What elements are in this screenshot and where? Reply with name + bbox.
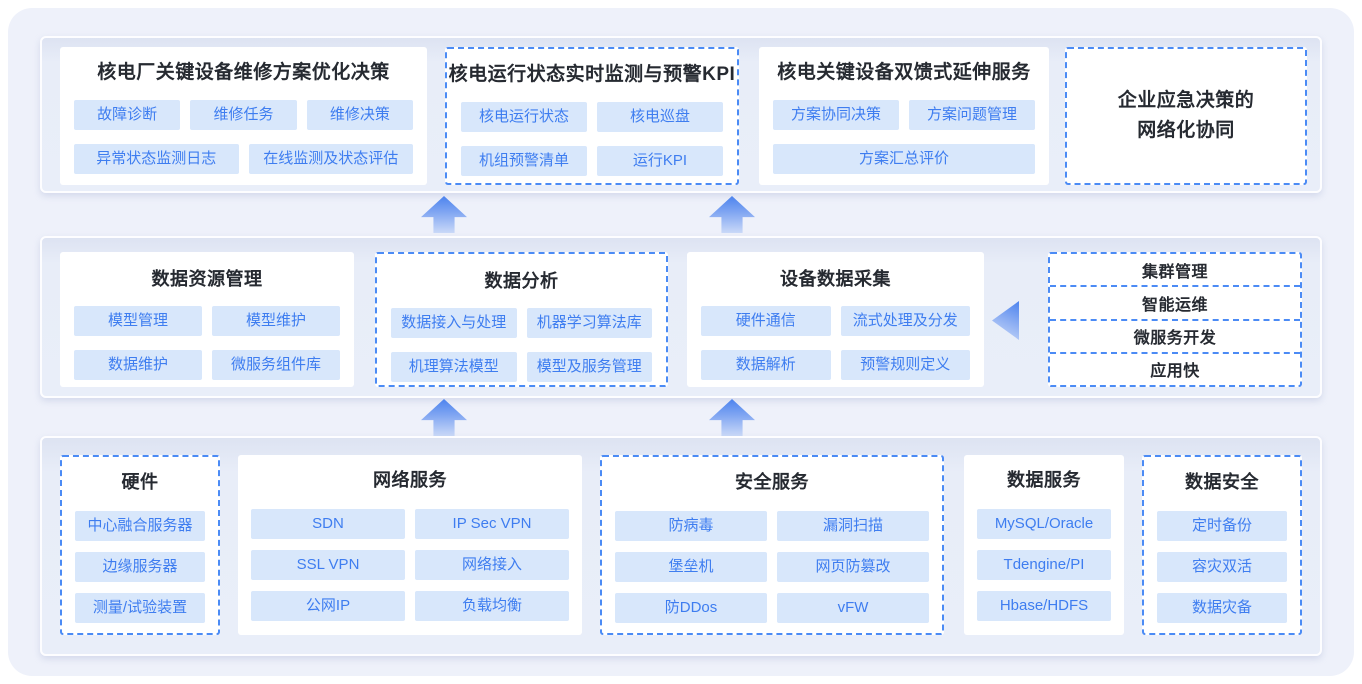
list-item: 微服务开发 xyxy=(1050,318,1300,352)
feature-tag: 数据接入与处理 xyxy=(391,308,517,338)
feature-tag: 机理算法模型 xyxy=(391,352,517,382)
feature-tag: SSL VPN xyxy=(251,550,405,580)
card-title: 核电厂关键设备维修方案优化决策 xyxy=(97,62,390,83)
card-data-resource-management: 数据资源管理 模型管理 模型维护 数据维护 微服务组件库 xyxy=(60,252,354,387)
card-title: 数据安全 xyxy=(1185,472,1259,492)
card-emergency-collaboration: 企业应急决策的 网络化协同 xyxy=(1065,47,1307,185)
card-data-services: 数据服务 MySQL/Oracle Tdengine/PI Hbase/HDFS xyxy=(964,455,1124,635)
feature-tag: vFW xyxy=(777,593,929,623)
feature-tag: 硬件通信 xyxy=(701,306,831,336)
card-hardware: 硬件 中心融合服务器 边缘服务器 测量/试验装置 xyxy=(60,455,220,635)
feature-tag: 负载均衡 xyxy=(415,591,569,621)
card-security-services: 安全服务 防病毒 漏洞扫描 堡垒机 网页防篡改 防DDos vFW xyxy=(600,455,944,635)
up-arrow-icon xyxy=(421,399,467,436)
feature-tag: 核电运行状态 xyxy=(461,102,587,132)
feature-tag: 定时备份 xyxy=(1157,511,1287,541)
feature-tag: 模型及服务管理 xyxy=(526,352,652,382)
feature-tag: IP Sec VPN xyxy=(415,509,569,539)
feature-tag: 微服务组件库 xyxy=(212,350,340,380)
card-realtime-monitoring-kpi: 核电运行状态实时监测与预警KPI 核电运行状态 核电巡盘 机组预警清单 运行KP… xyxy=(445,47,739,185)
feature-tag: 故障诊断 xyxy=(74,100,181,130)
card-title: 核电关键设备双馈式延伸服务 xyxy=(777,62,1031,83)
feature-tag: MySQL/Oracle xyxy=(977,509,1111,539)
feature-tag: 在线监测及状态评估 xyxy=(248,144,413,174)
card-title: 硬件 xyxy=(121,472,159,492)
feature-tag: 机组预警清单 xyxy=(461,146,587,176)
application-layer-panel: 核电厂关键设备维修方案优化决策 故障诊断 维修任务 维修决策 异常状态监测日志 … xyxy=(40,36,1322,193)
feature-tag: 维修决策 xyxy=(306,100,413,130)
feature-tag: 模型管理 xyxy=(74,306,202,336)
feature-tag: 预警规则定义 xyxy=(840,350,970,380)
feature-tag: Hbase/HDFS xyxy=(977,591,1111,621)
feature-tag: 中心融合服务器 xyxy=(75,511,205,541)
list-item: 集群管理 xyxy=(1141,263,1208,281)
feature-tag: 网络接入 xyxy=(415,550,569,580)
feature-tag: 网页防篡改 xyxy=(777,552,929,582)
infrastructure-layer-panel: 硬件 中心融合服务器 边缘服务器 测量/试验装置 网络服务 SDN IP Sec… xyxy=(40,436,1322,656)
feature-tag: 异常状态监测日志 xyxy=(74,144,239,174)
card-title: 核电运行状态实时监测与预警KPI xyxy=(448,64,736,85)
up-arrow-icon xyxy=(709,399,755,436)
card-title-line2: 网络化协同 xyxy=(1137,120,1235,141)
feature-tag: 运行KPI xyxy=(597,146,723,176)
feature-tag: 机器学习算法库 xyxy=(526,308,652,338)
card-title: 安全服务 xyxy=(735,472,809,492)
feature-tag: 模型维护 xyxy=(212,306,340,336)
left-arrow-icon xyxy=(992,301,1019,340)
card-maintenance-decision: 核电厂关键设备维修方案优化决策 故障诊断 维修任务 维修决策 异常状态监测日志 … xyxy=(60,47,427,185)
card-extension-service: 核电关键设备双馈式延伸服务 方案协同决策 方案问题管理 方案汇总评价 xyxy=(759,47,1049,185)
platform-service-list: 集群管理 智能运维 微服务开发 应用快 xyxy=(1048,252,1302,387)
platform-layer-panel: 数据资源管理 模型管理 模型维护 数据维护 微服务组件库 数据分析 数据接入与处… xyxy=(40,236,1322,398)
feature-tag: 公网IP xyxy=(251,591,405,621)
card-title: 企业应急决策的 网络化协同 xyxy=(1067,49,1305,183)
card-data-security: 数据安全 定时备份 容灾双活 数据灾备 xyxy=(1142,455,1302,635)
up-arrow-icon xyxy=(709,196,755,233)
list-item: 应用快 xyxy=(1050,351,1300,385)
feature-tag: 漏洞扫描 xyxy=(777,511,929,541)
up-arrow-icon xyxy=(421,196,467,233)
diagram-outer-frame: 核电厂关键设备维修方案优化决策 故障诊断 维修任务 维修决策 异常状态监测日志 … xyxy=(8,8,1354,676)
card-title-line1: 企业应急决策的 xyxy=(1117,90,1255,111)
feature-tag: Tdengine/PI xyxy=(977,550,1111,580)
list-item: 智能运维 xyxy=(1050,285,1300,318)
feature-tag: 容灾双活 xyxy=(1157,552,1287,582)
feature-tag: 数据灾备 xyxy=(1157,593,1287,623)
feature-tag: 数据解析 xyxy=(701,350,831,380)
feature-tag: 流式处理及分发 xyxy=(840,306,970,336)
feature-tag: 防病毒 xyxy=(615,511,767,541)
feature-tag: 测量/试验装置 xyxy=(75,593,205,623)
feature-tag: 方案协同决策 xyxy=(773,100,899,130)
feature-tag: 堡垒机 xyxy=(615,552,767,582)
feature-tag: 防DDos xyxy=(615,593,767,623)
card-title: 数据分析 xyxy=(484,271,559,291)
feature-tag: SDN xyxy=(251,509,405,539)
card-title: 数据资源管理 xyxy=(151,269,263,289)
card-title: 设备数据采集 xyxy=(780,269,891,289)
feature-tag: 数据维护 xyxy=(74,350,202,380)
card-network-services: 网络服务 SDN IP Sec VPN SSL VPN 网络接入 公网IP 负载… xyxy=(238,455,582,635)
feature-tag: 维修任务 xyxy=(190,100,297,130)
feature-tag: 方案问题管理 xyxy=(909,100,1035,130)
card-title: 数据服务 xyxy=(1007,470,1081,490)
feature-tag: 核电巡盘 xyxy=(597,102,723,132)
card-device-data-collection: 设备数据采集 硬件通信 流式处理及分发 数据解析 预警规则定义 xyxy=(687,252,984,387)
feature-tag: 边缘服务器 xyxy=(75,552,205,582)
feature-tag: 方案汇总评价 xyxy=(773,144,1035,174)
card-title: 网络服务 xyxy=(373,470,447,490)
card-data-analysis: 数据分析 数据接入与处理 机器学习算法库 机理算法模型 模型及服务管理 xyxy=(375,252,668,387)
